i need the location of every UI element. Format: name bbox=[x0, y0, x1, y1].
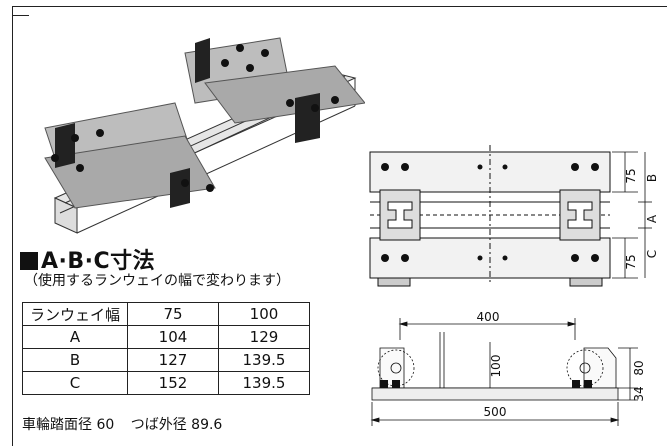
square-bullet-icon bbox=[20, 252, 38, 270]
row-value-75: 104 bbox=[127, 325, 219, 349]
dim-34: 34 bbox=[632, 386, 646, 401]
product-illustration bbox=[44, 37, 365, 234]
side-view-drawing: 400 100 80 34 500 bbox=[370, 312, 646, 426]
dim-80: 80 bbox=[632, 360, 646, 375]
row-value-100: 129 bbox=[218, 325, 310, 349]
lower-trolley bbox=[44, 102, 216, 209]
header-75: 75 bbox=[127, 302, 219, 326]
upper-trolley bbox=[184, 37, 365, 143]
row-label: C bbox=[22, 371, 128, 395]
dim-400: 400 bbox=[477, 312, 500, 324]
table-header-row: ランウェイ幅 75 100 bbox=[22, 302, 310, 326]
table-row: B 127 139.5 bbox=[22, 348, 310, 372]
dim-500: 500 bbox=[484, 405, 507, 419]
dim-A: A bbox=[645, 214, 659, 223]
dim-75-bottom: 75 bbox=[624, 254, 638, 269]
dim-C: C bbox=[645, 250, 659, 258]
header-100: 100 bbox=[218, 302, 310, 326]
dimension-table: ランウェイ幅 75 100 A 104 129 B 127 139.5 C 15… bbox=[22, 302, 310, 395]
flange-outer-note: つば外径 89.6 bbox=[130, 417, 223, 433]
header-runway-width: ランウェイ幅 bbox=[22, 302, 128, 326]
row-value-100: 139.5 bbox=[218, 371, 310, 395]
row-label: A bbox=[22, 325, 128, 349]
wheel-notes: 車輪踏面径 60 つば外径 89.6 bbox=[22, 414, 234, 434]
row-value-75: 152 bbox=[127, 371, 219, 395]
wheel-tread-note: 車輪踏面径 60 bbox=[22, 417, 115, 433]
section-subtitle: （使用するランウェイの幅で変わります） bbox=[24, 273, 290, 289]
row-label: B bbox=[22, 348, 128, 372]
table-row: A 104 129 bbox=[22, 325, 310, 349]
dim-B: B bbox=[645, 174, 659, 182]
top-view-drawing: 75 B A C 75 bbox=[369, 145, 659, 287]
page-frame bbox=[12, 6, 667, 446]
dim-100: 100 bbox=[489, 355, 503, 378]
table-row: C 152 139.5 bbox=[22, 371, 310, 395]
row-value-100: 139.5 bbox=[218, 348, 310, 372]
row-value-75: 127 bbox=[127, 348, 219, 372]
section-title: A·B·C寸法 bbox=[20, 243, 155, 275]
dim-75-top: 75 bbox=[624, 168, 638, 183]
